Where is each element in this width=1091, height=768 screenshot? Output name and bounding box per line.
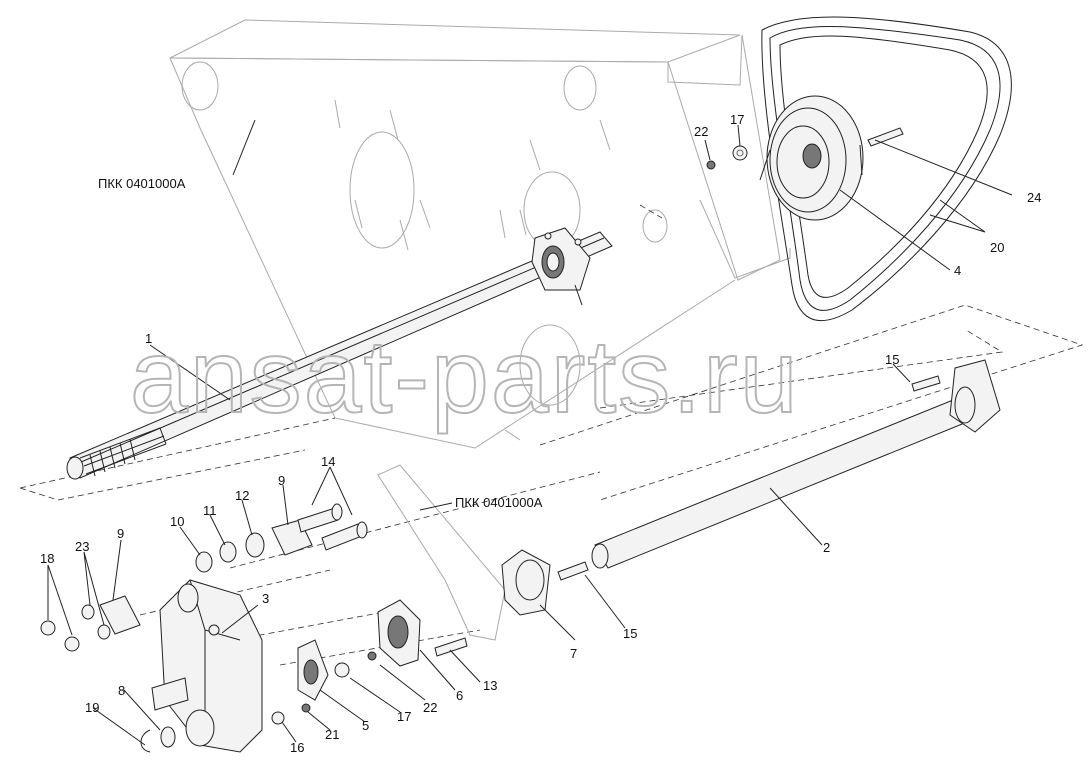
flange-cup-part-7 [501,549,551,616]
bushing-part-11 [219,541,237,563]
callout-6: 6 [456,688,463,703]
callout-12: 12 [235,488,249,503]
callout-22-top: 22 [694,124,708,139]
circlip-part-19 [140,729,151,753]
leader-lines [47,119,1013,746]
callout-4: 4 [954,263,961,278]
washer-part-22-top [706,160,716,170]
callout-5: 5 [362,718,369,733]
bolt-part-15-top [911,375,941,392]
bolt-part-15-lower [557,561,589,581]
callout-15-lower: 15 [623,626,637,641]
plate-part-9-left [99,595,141,635]
callout-10: 10 [170,514,184,529]
callout-8: 8 [118,683,125,698]
washer-part-8 [160,726,176,748]
callout-9-right: 9 [278,473,285,488]
shaft-part-1 [66,231,613,480]
bracket-assembly-label: ПКК 0401000А [455,495,543,510]
callout-2: 2 [823,540,830,555]
callout-22-lower: 22 [423,700,437,715]
callout-20: 20 [990,240,1004,255]
flange-part-5 [297,639,329,701]
callout-14: 14 [321,454,335,469]
gearbox-part-3 [151,579,263,753]
nut-part-17-lower [334,662,350,678]
callout-1: 1 [145,331,152,346]
bolt-part-13 [434,637,468,657]
key-part-24 [867,127,904,147]
callout-11: 11 [203,503,217,518]
bracket-assembly [377,464,506,641]
frame-assembly-label: ПКК 0401000А [98,176,186,191]
callout-18: 18 [40,551,54,566]
nut-part-17-top [732,145,748,161]
washer-part-22-lower [367,651,377,661]
bolts-part-14 [297,503,368,551]
callout-3: 3 [262,591,269,606]
nut-part-16 [271,711,285,725]
callout-labels: 1 2 3 4 5 6 7 8 9 9 10 11 12 13 14 15 15… [40,112,1041,755]
callout-24: 24 [1027,190,1041,205]
callout-17-top: 17 [730,112,744,127]
callout-21: 21 [325,727,339,742]
watermark-text: ansat-parts.ru [130,319,800,435]
bushing-part-10 [195,551,213,573]
callout-13: 13 [483,678,497,693]
pulley-part-4 [759,95,864,221]
washer-part-21 [301,703,311,713]
callout-23: 23 [75,539,89,554]
callout-19: 19 [85,700,99,715]
bushing-part-12 [245,532,265,558]
washers-part-23 [81,604,111,640]
flange-bearing-part-6 [377,599,421,667]
flange-tube-end [949,359,1001,433]
callout-16: 16 [290,740,304,755]
callout-15-top: 15 [885,352,899,367]
flange-bearing-on-shaft [531,227,591,306]
callout-17-lower: 17 [397,709,411,724]
callout-7: 7 [570,646,577,661]
callout-9-left: 9 [117,526,124,541]
nuts-part-18 [40,620,80,652]
